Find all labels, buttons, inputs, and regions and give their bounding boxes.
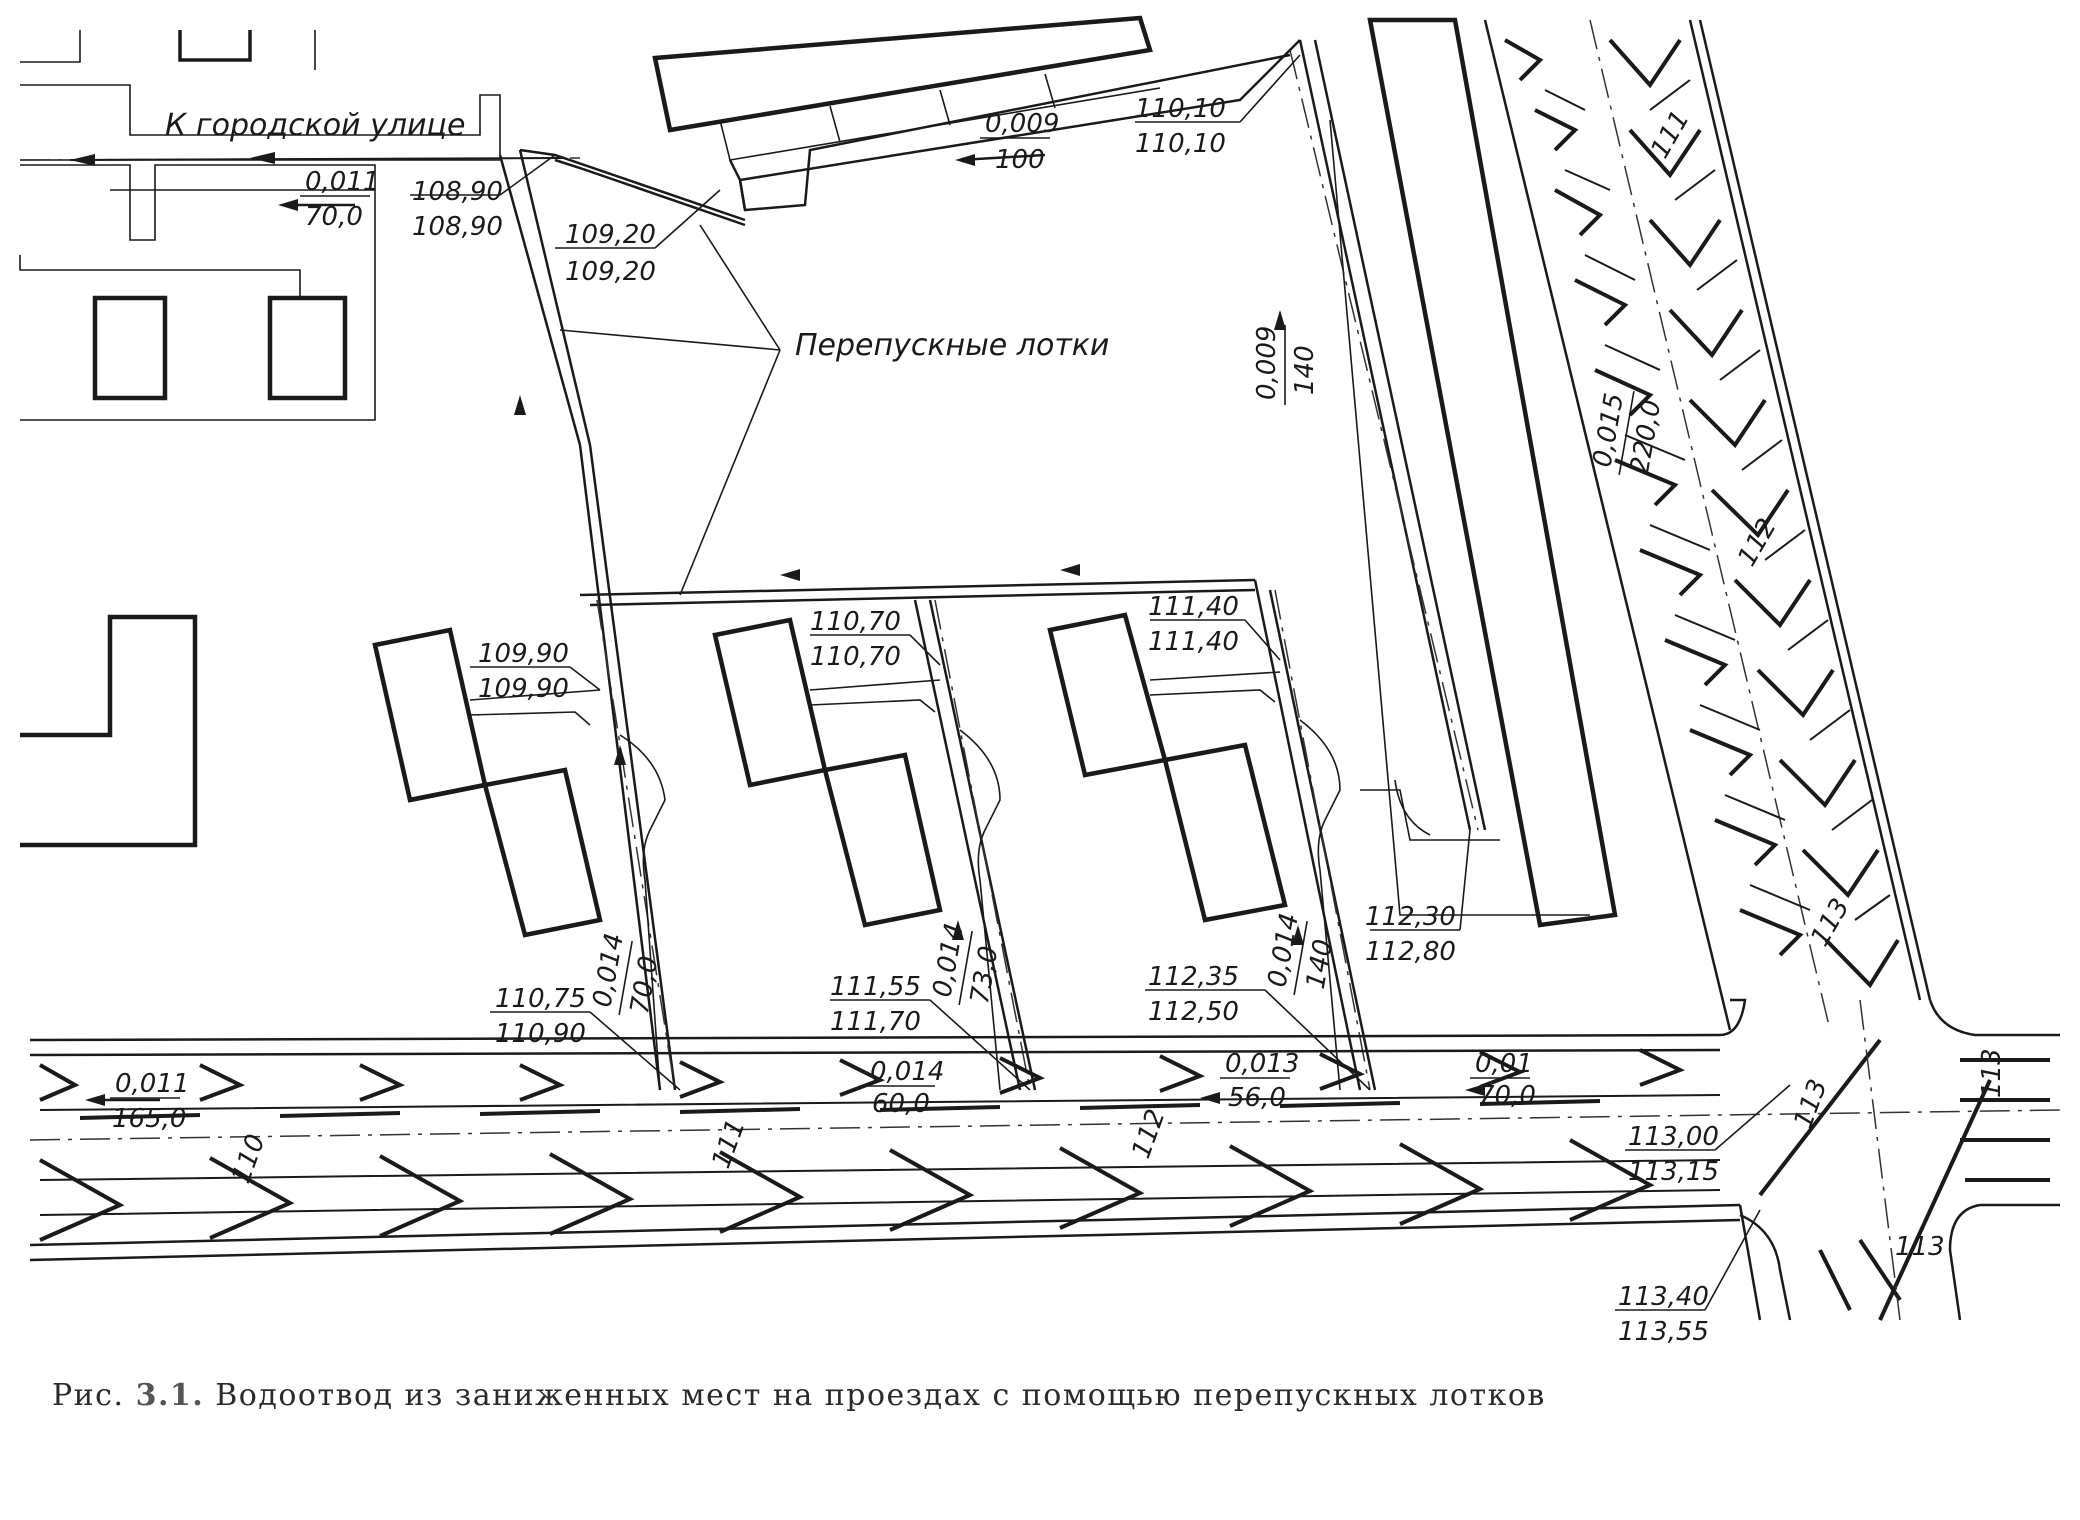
elevation-label-11: 113,00 113,15 bbox=[1628, 1122, 1719, 1187]
svg-text:113,40: 113,40 bbox=[1618, 1282, 1709, 1312]
elevation-labels: 108,90 108,90 109,20 109,20 110,10 110,1… bbox=[412, 94, 1719, 1347]
svg-text:100: 100 bbox=[995, 145, 1045, 175]
right-diagonal-road bbox=[1483, 19, 1932, 1031]
building-4 bbox=[822, 752, 943, 928]
svg-text:112,35: 112,35 bbox=[1148, 962, 1239, 992]
elevation-label-8: 110,75 110,90 bbox=[495, 984, 586, 1049]
svg-text:112,30: 112,30 bbox=[1365, 902, 1456, 932]
svg-text:70,0: 70,0 bbox=[625, 954, 665, 1016]
svg-text:0,015: 0,015 bbox=[1588, 391, 1630, 470]
svg-text:0,009: 0,009 bbox=[1252, 326, 1282, 400]
svg-text:0,01: 0,01 bbox=[1475, 1049, 1533, 1079]
elevation-label-9: 111,55 111,70 bbox=[830, 972, 921, 1037]
building-3 bbox=[712, 617, 828, 788]
svg-text:0,014: 0,014 bbox=[928, 921, 970, 1000]
slope-label-3: 0,009 140 bbox=[1252, 325, 1320, 405]
svg-text:140: 140 bbox=[1301, 937, 1339, 991]
svg-text:111,55: 111,55 bbox=[830, 972, 921, 1002]
svg-text:0,011: 0,011 bbox=[115, 1069, 189, 1099]
svg-text:70,0: 70,0 bbox=[305, 202, 363, 232]
elevation-label-7: 112,30 112,80 bbox=[1365, 902, 1456, 967]
svg-text:110,10: 110,10 bbox=[1135, 94, 1226, 124]
slope-label-11: 0,01 70,0 bbox=[1470, 1049, 1536, 1111]
svg-text:0,014: 0,014 bbox=[1263, 911, 1305, 990]
svg-text:108,90: 108,90 bbox=[412, 177, 503, 207]
bypass-trays-label: Перепускные лотки bbox=[795, 328, 1109, 363]
svg-text:70,0: 70,0 bbox=[1478, 1081, 1536, 1111]
contour-label-3: 112 bbox=[1126, 1105, 1171, 1162]
slope-label-2: 0,009 100 bbox=[980, 109, 1059, 175]
elevation-label-2: 109,20 109,20 bbox=[565, 220, 656, 287]
svg-text:0,014: 0,014 bbox=[870, 1057, 944, 1087]
top-building bbox=[652, 15, 1301, 212]
slope-label-10: 0,013 56,0 bbox=[1220, 1049, 1299, 1113]
elevation-label-12: 113,40 113,55 bbox=[1618, 1282, 1709, 1347]
slope-label-1: 0,011 70,0 bbox=[300, 167, 379, 232]
svg-text:112,80: 112,80 bbox=[1365, 937, 1456, 967]
svg-text:110,75: 110,75 bbox=[495, 984, 586, 1014]
slope-label-8: 0,011 165,0 bbox=[110, 1069, 189, 1134]
bottom-road bbox=[29, 1033, 2061, 1262]
elevation-label-5: 110,70 110,70 bbox=[810, 607, 901, 672]
flow-arrows bbox=[85, 153, 1485, 1106]
svg-text:0,013: 0,013 bbox=[1225, 1049, 1299, 1079]
driveways bbox=[469, 671, 1341, 1091]
svg-text:73,0: 73,0 bbox=[965, 944, 1005, 1006]
residential-buildings bbox=[372, 17, 1618, 938]
slope-label-6: 0,014 73,0 bbox=[928, 921, 1005, 1006]
elevation-label-1: 108,90 108,90 bbox=[412, 177, 503, 242]
svg-text:165,0: 165,0 bbox=[112, 1104, 186, 1134]
contour-label-5: 112 bbox=[1732, 514, 1783, 572]
svg-text:140: 140 bbox=[1290, 345, 1320, 395]
svg-text:109,20: 109,20 bbox=[565, 257, 656, 287]
svg-text:0,009: 0,009 bbox=[985, 109, 1059, 139]
svg-text:112,50: 112,50 bbox=[1148, 997, 1239, 1027]
intersection bbox=[1719, 998, 2060, 1321]
elevation-label-10: 112,35 112,50 bbox=[1148, 962, 1239, 1027]
elevation-label-4: 109,90 109,90 bbox=[478, 639, 569, 704]
svg-text:0,014: 0,014 bbox=[588, 931, 630, 1010]
slope-labels: 0,011 70,0 0,009 100 0,009 140 0,015 220… bbox=[110, 109, 1668, 1134]
left-l-building bbox=[20, 614, 198, 848]
slope-label-7: 0,014 140 bbox=[1263, 911, 1339, 996]
street-label: К городской улице bbox=[165, 108, 465, 143]
svg-text:113,55: 113,55 bbox=[1618, 1317, 1709, 1347]
svg-text:113,00: 113,00 bbox=[1628, 1122, 1719, 1152]
svg-text:110,70: 110,70 bbox=[810, 607, 901, 637]
svg-text:56,0: 56,0 bbox=[1228, 1083, 1286, 1113]
building-2 bbox=[482, 767, 603, 938]
elevation-leaders bbox=[110, 54, 1791, 1311]
building-1 bbox=[372, 627, 488, 803]
contour-label-7: 113 bbox=[1788, 1075, 1833, 1132]
svg-text:0,011: 0,011 bbox=[305, 167, 379, 197]
contour-label-9: 113 bbox=[1895, 1232, 1945, 1262]
svg-text:113,15: 113,15 bbox=[1628, 1157, 1719, 1187]
city-street-direction: К городской улице bbox=[69, 108, 566, 166]
svg-text:108,90: 108,90 bbox=[412, 212, 503, 242]
building-6 bbox=[1162, 742, 1288, 923]
svg-text:60,0: 60,0 bbox=[872, 1089, 930, 1119]
building-long bbox=[1367, 17, 1618, 928]
elevation-label-3: 110,10 110,10 bbox=[1135, 94, 1226, 159]
elevation-label-6: 111,40 111,40 bbox=[1148, 592, 1239, 657]
contour-label-6: 113 bbox=[1805, 894, 1856, 952]
contour-label-8: 113 bbox=[1977, 1048, 2007, 1098]
svg-text:111,40: 111,40 bbox=[1148, 592, 1239, 622]
svg-text:109,20: 109,20 bbox=[565, 220, 656, 250]
svg-text:110,70: 110,70 bbox=[810, 642, 901, 672]
caption-prefix: Рис. bbox=[52, 1378, 125, 1413]
figure-caption: Рис. 3.1. Водоотвод из заниженных мест н… bbox=[52, 1378, 1952, 1413]
caption-text: Водоотвод из заниженных мест на проездах… bbox=[215, 1378, 1546, 1413]
svg-text:111,40: 111,40 bbox=[1148, 627, 1239, 657]
slope-label-4: 0,015 220,0 bbox=[1588, 391, 1668, 476]
svg-text:109,90: 109,90 bbox=[478, 639, 569, 669]
slope-label-9: 0,014 60,0 bbox=[865, 1057, 944, 1119]
contour-label-1: 110 bbox=[226, 1130, 271, 1187]
svg-text:111,70: 111,70 bbox=[830, 1007, 921, 1037]
svg-text:109,90: 109,90 bbox=[478, 674, 569, 704]
svg-text:110,10: 110,10 bbox=[1135, 129, 1226, 159]
svg-text:110,90: 110,90 bbox=[495, 1019, 586, 1049]
caption-number: 3.1. bbox=[135, 1378, 205, 1413]
